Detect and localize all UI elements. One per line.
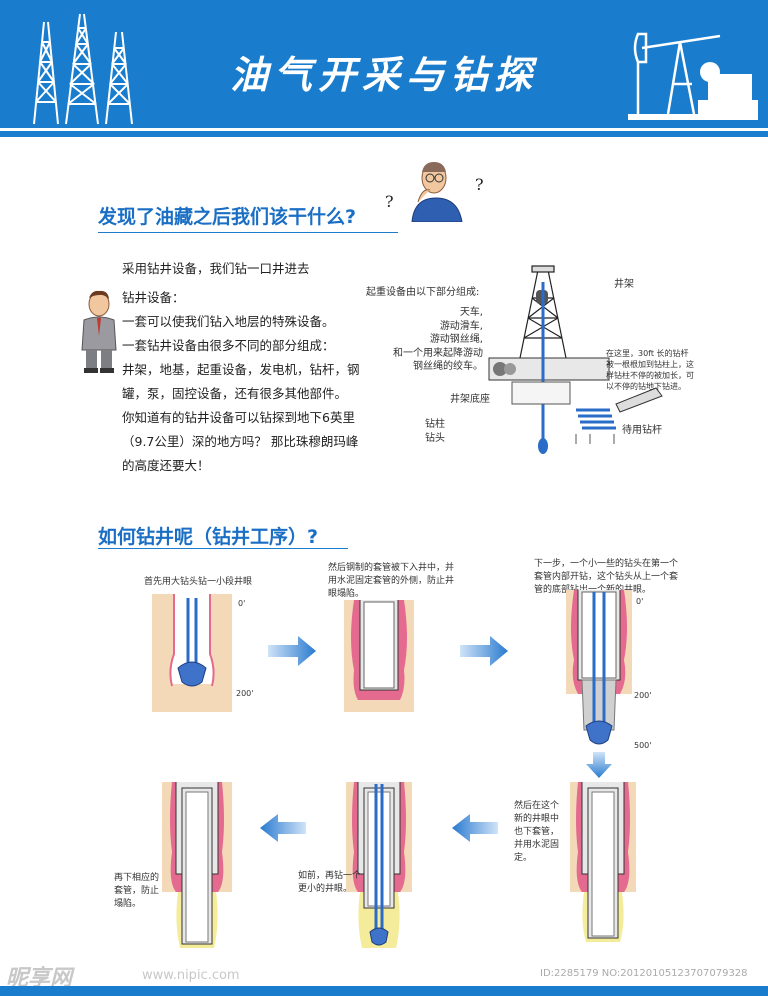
- step-1-caption: 首先用大钻头钻一小段井眼: [144, 577, 253, 587]
- section-underline: [98, 548, 348, 549]
- step-1-diagram: [152, 594, 232, 712]
- step-2-caption: 然后钢制的套管被下入井中，并 用水泥固定套管的外侧，防止井 眼塌陷。: [328, 563, 455, 599]
- step-3-caption: 下一步，一个小一些的钻头在第一个 套管内部开钻，这个钻头从上一个套 管的底部钻出…: [534, 559, 679, 595]
- depth-label: 500': [634, 741, 652, 750]
- depth-label: 0': [636, 597, 644, 606]
- equipment-description: 钻井设备： 一套可以使我们钻入地层的特殊设备。 一套钻井设备由很多不同的部分组成…: [122, 286, 372, 478]
- description-line: 钻井设备：: [122, 290, 185, 305]
- depth-label: 0': [238, 599, 246, 608]
- down-arrow-icon: [586, 752, 612, 778]
- step-5-caption: 如前，再钻一个 更小的井眼。: [298, 871, 362, 894]
- drill-column-label: 钻柱: [425, 419, 445, 430]
- description-line: 你知道有的钻井设备可以钻探到地下6英里: [122, 410, 355, 425]
- derricks-illustration: [33, 13, 133, 125]
- spare-pipe-label: 待用钻杆: [622, 425, 662, 436]
- page-title: 油气开采与钻探: [229, 52, 538, 97]
- image-id-label: ID:2285179 NO:20120105123707079328: [540, 968, 748, 979]
- right-arrow-icon: [460, 636, 508, 666]
- left-arrow-icon: [260, 814, 306, 842]
- step-5-diagram: [346, 782, 412, 948]
- drilling-rig-diagram: [488, 265, 663, 454]
- description-line: 一套可以使我们钻入地层的特殊设备。: [122, 314, 335, 329]
- base-label: 井架底座: [450, 394, 490, 405]
- step-4-diagram: [570, 782, 636, 942]
- depth-label: 200': [634, 691, 652, 700]
- depth-label: 200': [236, 689, 254, 698]
- intro-text: 采用钻井设备，我们钻一口井进去: [122, 261, 310, 276]
- section-title-discovery: 发现了油藏之后我们该干什么?: [98, 206, 357, 228]
- right-arrow-icon: [268, 636, 316, 666]
- step-6-diagram: [162, 782, 232, 948]
- left-arrow-icon: [452, 814, 498, 842]
- header-stripe: [0, 131, 768, 137]
- description-line: 罐，泵，固控设备，还有很多其他部件。: [122, 386, 348, 401]
- businessman-icon: [81, 290, 117, 373]
- hoist-parts-label: 天车, 游动滑车, 游动钢丝绳, 和一个用来起降游动 钢丝绳的绞车。: [393, 307, 483, 372]
- header-banner: [0, 0, 768, 128]
- watermark-url: www.nipic.com: [142, 968, 240, 983]
- step-3-diagram: [566, 590, 632, 745]
- description-line: 的高度还要大！: [122, 458, 210, 473]
- description-line: （9.7公里）深的地方吗？ 那比珠穆朗玛峰: [122, 434, 359, 449]
- step-6-caption: 再下相应的 套管，防止 塌陷。: [114, 873, 160, 909]
- question-mark: ?: [475, 175, 484, 194]
- section-title-process: 如何钻井呢（钻井工序）?: [98, 526, 319, 548]
- description-line: 一套钻井设备由很多不同的部分组成：: [122, 338, 335, 353]
- question-mark: ?: [385, 192, 394, 211]
- step-2-diagram: [344, 600, 414, 712]
- pumpjack-illustration: [628, 32, 758, 120]
- thinking-man-icon: [411, 162, 463, 222]
- derrick-label: 井架: [614, 279, 634, 290]
- step-4-caption: 然后在这个 新的井眼中 也下套管， 并用水泥固 定。: [514, 801, 560, 863]
- footer-bar: [0, 986, 768, 996]
- section-underline: [98, 232, 398, 233]
- description-line: 井架，地基，起重设备，发电机，钻杆，钢: [122, 362, 360, 377]
- hoist-heading-label: 起重设备由以下部分组成:: [366, 287, 480, 298]
- pipe-note: 在这里，30ft 长的钻杆 被一根根加到钻柱上，这 样钻柱不停的被加长，可 以不…: [606, 349, 694, 391]
- drill-bit-label: 钻头: [425, 433, 445, 444]
